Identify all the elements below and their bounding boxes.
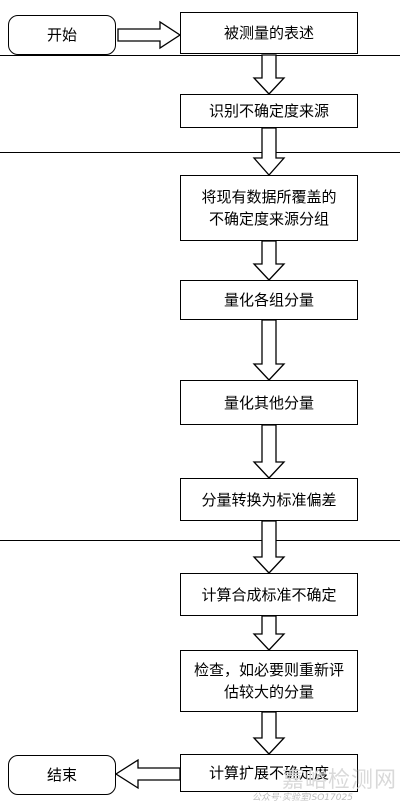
separator-line-2 <box>0 152 400 153</box>
step-1-box: 被测量的表述 <box>180 12 358 54</box>
step-3-box: 将现有数据所覆盖的 不确定度来源分组 <box>180 175 358 241</box>
arrow-step2-to-step3 <box>252 127 286 176</box>
step-6-label: 分量转换为标准偏差 <box>201 490 337 509</box>
arrow-step6-to-step7 <box>252 520 286 574</box>
step-7-label: 计算合成标准不确定 <box>201 585 337 604</box>
arrow-step3-to-step4 <box>252 240 286 281</box>
arrow-step4-to-step5 <box>252 319 286 381</box>
step-9-label: 计算扩展不确定度 <box>208 764 329 782</box>
arrow-step9-to-end <box>114 758 181 790</box>
end-label: 结束 <box>46 766 77 784</box>
arrow-step5-to-step6 <box>252 424 286 479</box>
step-5-box: 量化其他分量 <box>180 380 358 425</box>
arrow-start-to-step1 <box>117 20 182 50</box>
step-9-box: 计算扩展不确定度 <box>180 754 358 792</box>
step-4-box: 量化各组分量 <box>180 280 358 320</box>
step-1-label: 被测量的表述 <box>223 24 314 42</box>
arrow-step1-to-step2 <box>252 54 286 95</box>
step-8-box: 检查，如必要则重新评 估较大的分量 <box>180 650 358 712</box>
watermark-logo-text: 嘉峪检测网 <box>282 768 398 793</box>
step-3-label: 将现有数据所覆盖的 不确定度来源分组 <box>201 188 337 228</box>
arrow-step8-to-step9 <box>252 711 286 755</box>
step-6-box: 分量转换为标准偏差 <box>180 478 358 521</box>
step-5-label: 量化其他分量 <box>223 393 314 412</box>
start-label: 开始 <box>46 26 77 44</box>
step-2-label: 识别不确定度来源 <box>208 102 329 120</box>
step-2-box: 识别不确定度来源 <box>180 94 358 128</box>
step-4-label: 量化各组分量 <box>223 291 314 309</box>
start-terminal: 开始 <box>8 15 116 55</box>
separator-line-3 <box>0 540 400 541</box>
step-8-label: 检查，如必要则重新评 估较大的分量 <box>193 661 344 701</box>
step-7-box: 计算合成标准不确定 <box>180 573 358 616</box>
watermark-subtitle: 公众号·实验室ISO17025 <box>252 793 353 803</box>
separator-line-1 <box>0 55 400 56</box>
arrow-step7-to-step8 <box>252 615 286 651</box>
end-terminal: 结束 <box>8 755 116 795</box>
